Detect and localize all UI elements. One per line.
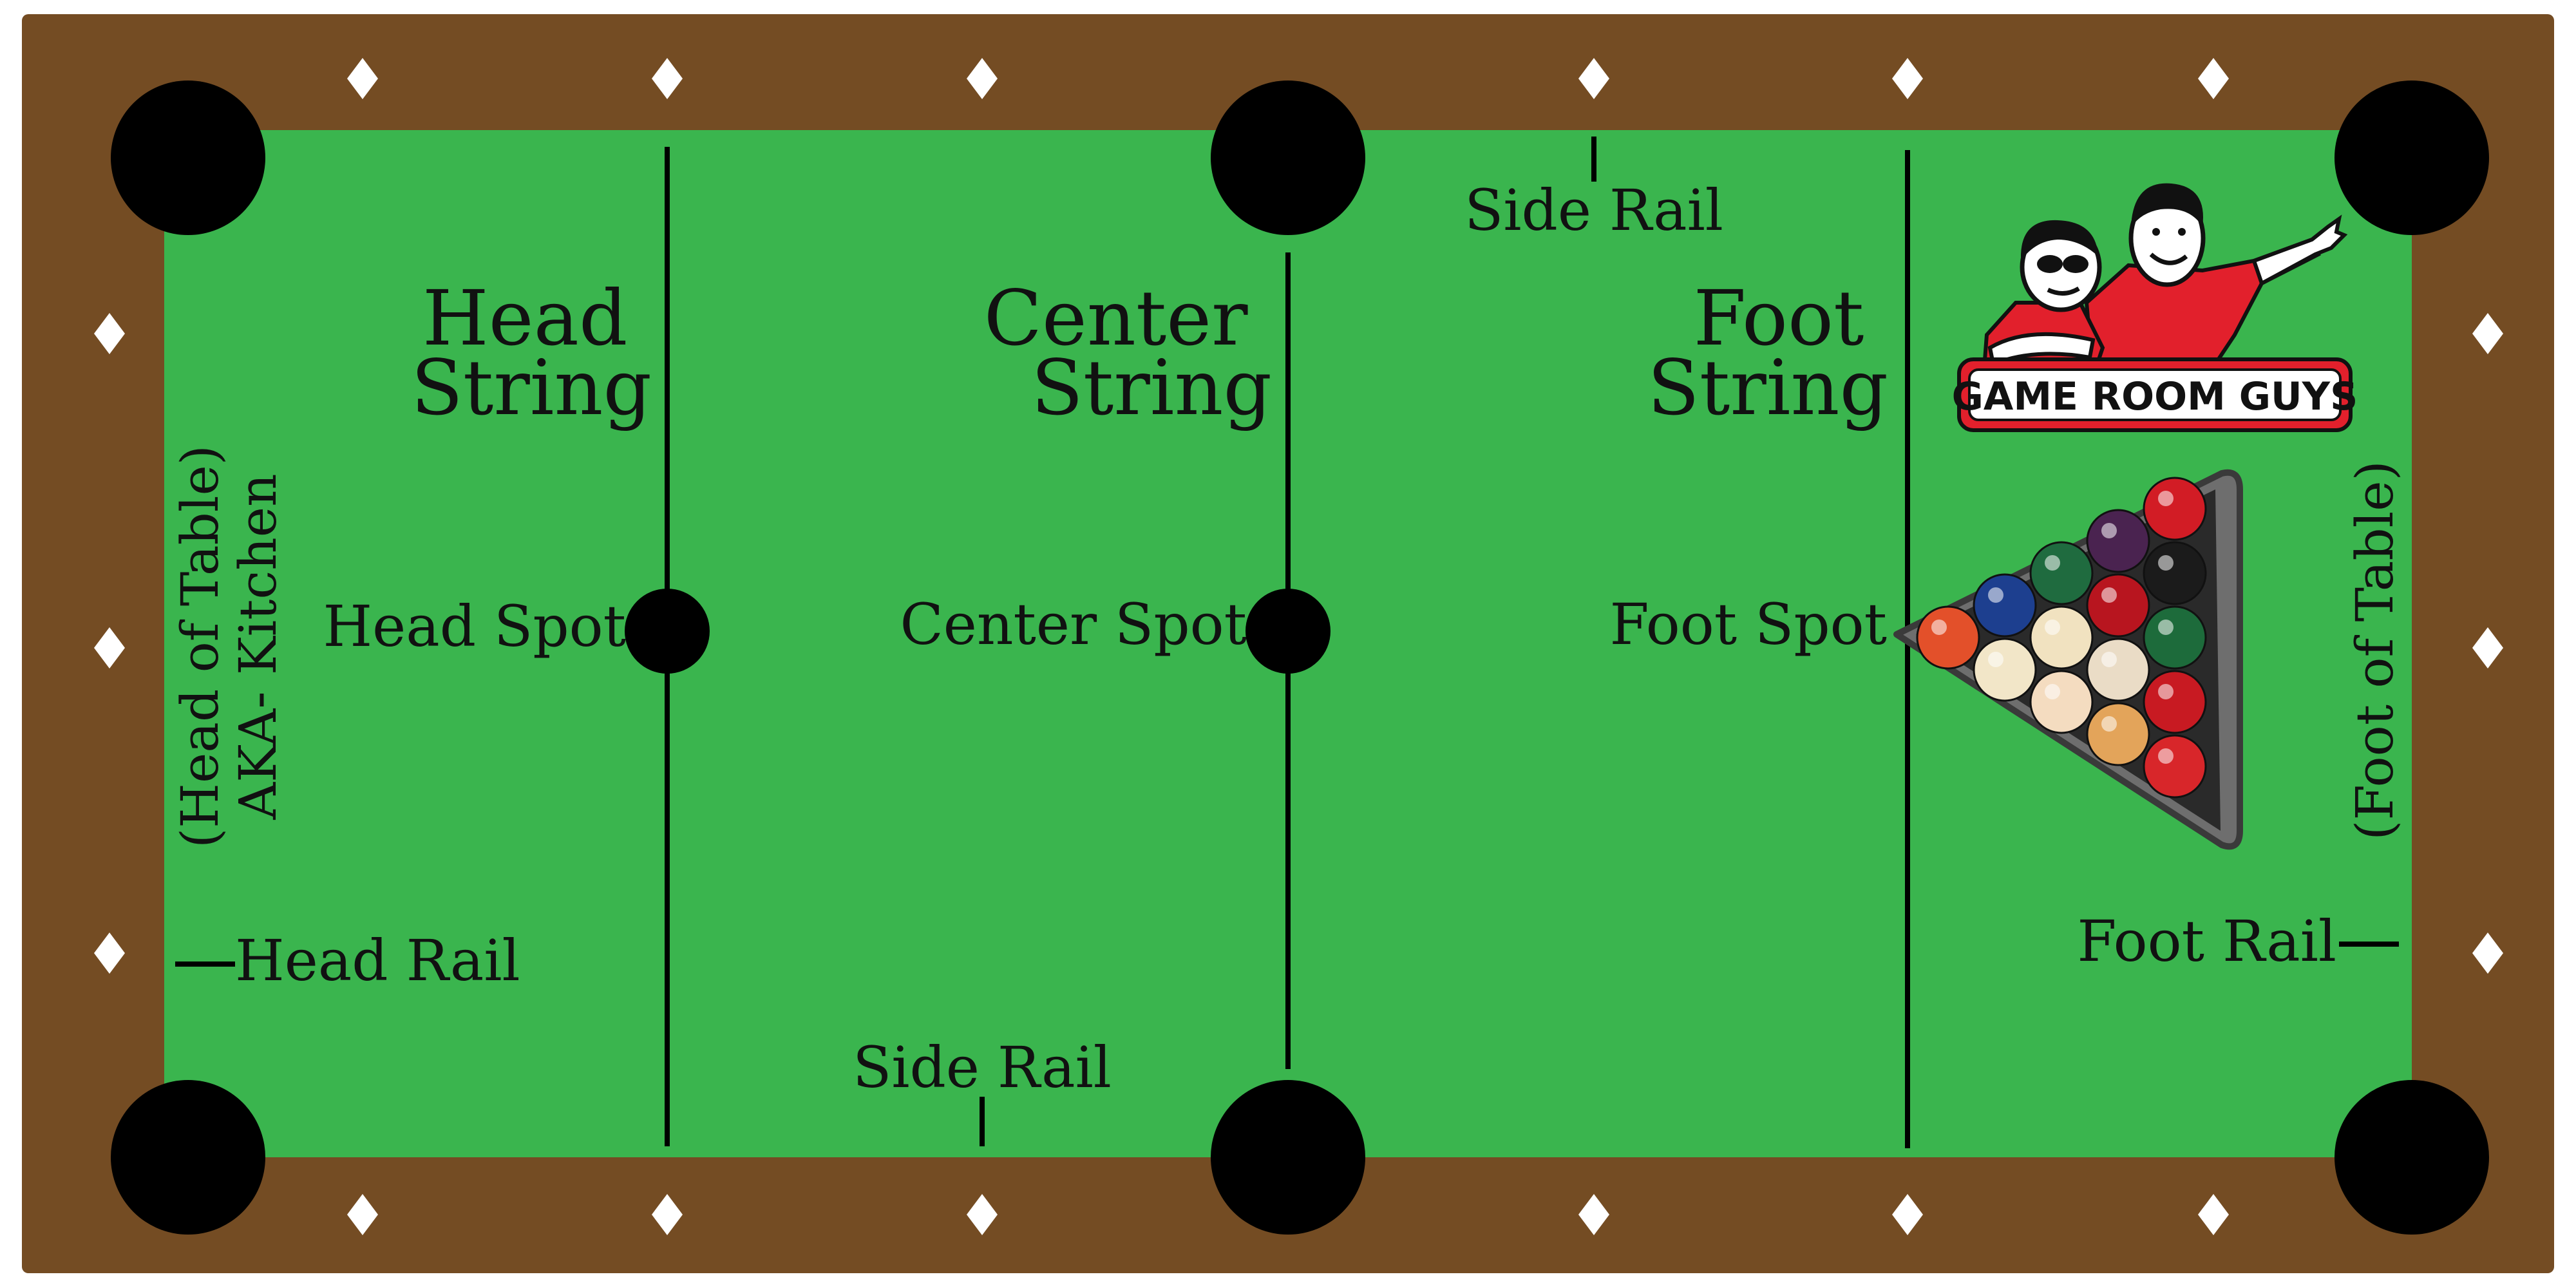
billiard-ball bbox=[2029, 541, 2094, 605]
ball-highlight bbox=[1988, 652, 2003, 667]
pocket bbox=[111, 1080, 265, 1235]
pocket bbox=[111, 80, 265, 235]
rail-diamond bbox=[94, 627, 125, 668]
ball-highlight bbox=[2158, 555, 2174, 571]
logo-text: GAME ROOM GUYS bbox=[1952, 374, 2358, 419]
head-rail-label: Head Rail bbox=[235, 927, 520, 994]
side-rail-bottom-label: Side Rail bbox=[853, 1034, 1112, 1101]
billiard-ball bbox=[2029, 670, 2094, 734]
center-string-label: Center String bbox=[984, 274, 1272, 432]
ball-highlight bbox=[2158, 620, 2174, 635]
billiard-ball bbox=[1973, 573, 2037, 638]
rail-diamond bbox=[967, 1194, 998, 1235]
billiard-ball bbox=[2143, 477, 2207, 541]
kitchen-label: AKA- Kitchen bbox=[228, 473, 288, 820]
rail-diamond bbox=[1578, 1194, 1609, 1235]
foot-of-table-label: (Foot of Table) bbox=[2345, 460, 2405, 840]
billiard-ball bbox=[1916, 605, 1980, 670]
foot-string-label: Foot String bbox=[1647, 274, 1888, 432]
rail-diamond bbox=[652, 1194, 683, 1235]
billiard-balls bbox=[1916, 477, 2207, 799]
rail-diamond bbox=[347, 58, 378, 99]
ball-highlight bbox=[2101, 523, 2117, 538]
billiard-ball bbox=[2143, 734, 2207, 799]
billiard-ball bbox=[2143, 541, 2207, 605]
rail-diamonds bbox=[94, 58, 2503, 1235]
ball-highlight bbox=[2045, 620, 2060, 635]
rail-diamond bbox=[652, 58, 683, 99]
pocket bbox=[2334, 80, 2489, 235]
ball-highlight bbox=[2158, 491, 2174, 506]
rail-diamond bbox=[94, 933, 125, 974]
ball-highlight bbox=[2158, 748, 2174, 764]
ball-highlight bbox=[2045, 684, 2060, 699]
ball-highlight bbox=[2045, 555, 2060, 571]
rail-diamond bbox=[1578, 58, 1609, 99]
rail-diamond bbox=[967, 58, 998, 99]
ball-highlight bbox=[1931, 620, 1947, 635]
billiard-ball bbox=[2143, 605, 2207, 670]
rail-diamond bbox=[1892, 58, 1923, 99]
head-of-table-label: (Head of Table) bbox=[170, 445, 230, 848]
side-rail-top-label: Side Rail bbox=[1464, 177, 1723, 243]
head-spot-dot bbox=[625, 589, 710, 674]
ball-highlight bbox=[2101, 587, 2117, 603]
billiard-ball bbox=[2029, 605, 2094, 670]
game-room-guys-logo: GAME ROOM GUYS bbox=[1952, 183, 2358, 432]
billiard-ball bbox=[2143, 670, 2207, 734]
ball-highlight bbox=[2158, 684, 2174, 699]
pocket bbox=[1211, 1080, 1365, 1235]
billiard-ball bbox=[2086, 573, 2150, 638]
rail-diamond bbox=[2472, 627, 2503, 668]
billiard-ball bbox=[2086, 702, 2150, 766]
racked-billiard-balls-icon bbox=[1893, 469, 2243, 850]
head-spot-label: Head Spot bbox=[323, 593, 626, 659]
pockets bbox=[111, 80, 2489, 1235]
rail-diamond bbox=[2198, 1194, 2229, 1235]
rail-diamond bbox=[347, 1194, 378, 1235]
billiard-ball bbox=[1973, 638, 2037, 702]
center-spot-label: Center Spot bbox=[900, 591, 1247, 658]
ball-highlight bbox=[1988, 587, 2003, 603]
rail-diamond bbox=[2472, 313, 2503, 354]
pocket bbox=[1211, 80, 1365, 235]
ball-highlight bbox=[2101, 652, 2117, 667]
rail-diamond bbox=[94, 313, 125, 354]
rail-diamond bbox=[2198, 58, 2229, 99]
foot-rail-label: Foot Rail bbox=[2077, 908, 2336, 974]
head-string-label: Head String bbox=[411, 274, 652, 432]
rail-diamond bbox=[1892, 1194, 1923, 1235]
game-room-guys-mascots-icon bbox=[1981, 183, 2348, 379]
ball-highlight bbox=[2101, 716, 2117, 732]
center-spot-dot bbox=[1245, 589, 1331, 674]
foot-spot-label: Foot Spot bbox=[1609, 591, 1887, 658]
billiard-ball bbox=[2086, 509, 2150, 573]
pocket bbox=[2334, 1080, 2489, 1235]
rail-diamond bbox=[2472, 933, 2503, 974]
billiard-ball bbox=[2086, 638, 2150, 702]
